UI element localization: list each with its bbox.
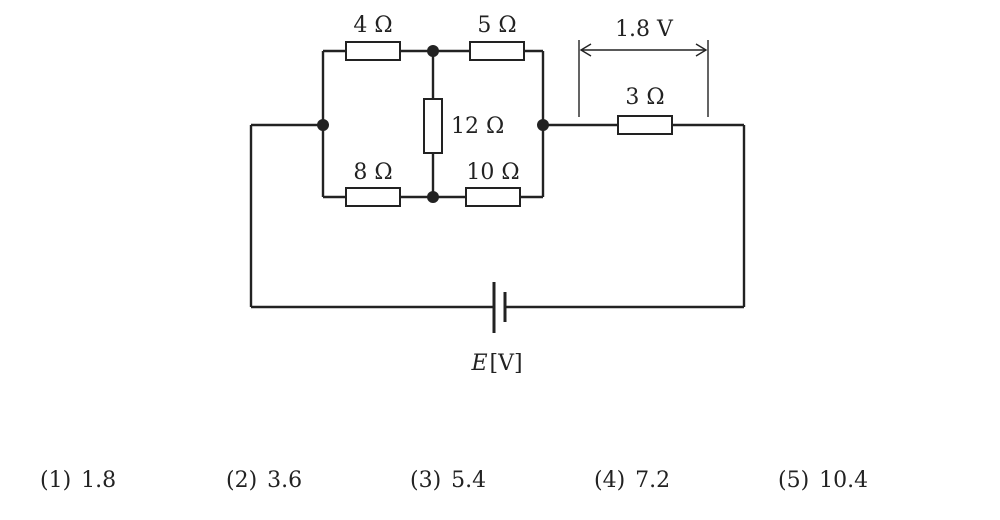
choice-number: (1) <box>40 468 72 493</box>
voltage-arrowhead-right <box>695 43 708 57</box>
node-bottom-middle <box>427 191 439 203</box>
choice-value: 10.4 <box>819 468 869 493</box>
resistor-10ohm <box>465 187 521 207</box>
resistor-12ohm <box>423 98 443 154</box>
resistor-4ohm <box>345 41 401 61</box>
choice-number: (3) <box>410 468 442 493</box>
label-voltage: 1.8 V <box>615 17 674 42</box>
resistor-5ohm <box>469 41 525 61</box>
choice-value: 7.2 <box>635 468 671 493</box>
source-symbol: E <box>470 351 487 376</box>
choice-4[interactable]: (4) 7.2 <box>594 468 670 493</box>
choice-number: (5) <box>778 468 810 493</box>
choice-value: 3.6 <box>267 468 303 493</box>
node-top-middle <box>427 45 439 57</box>
label-8ohm: 8 Ω <box>353 160 392 185</box>
choice-3[interactable]: (3) 5.4 <box>410 468 486 493</box>
resistor-3ohm <box>617 115 673 135</box>
choice-5[interactable]: (5) 10.4 <box>778 468 868 493</box>
label-source: E[V] <box>470 351 522 376</box>
voltage-arrowhead-left <box>579 43 592 57</box>
label-4ohm: 4 Ω <box>353 13 392 38</box>
label-10ohm: 10 Ω <box>466 160 519 185</box>
choice-value: 1.8 <box>81 468 117 493</box>
resistor-8ohm <box>345 187 401 207</box>
choice-2[interactable]: (2) 3.6 <box>226 468 302 493</box>
label-3ohm: 3 Ω <box>625 85 664 110</box>
source-unit: [V] <box>490 351 523 376</box>
choice-number: (4) <box>594 468 626 493</box>
node-left <box>317 119 329 131</box>
choice-value: 5.4 <box>451 468 487 493</box>
answer-choices: (1) 1.8 (2) 3.6 (3) 5.4 (4) 7.2 (5) 10.4 <box>0 468 1000 508</box>
label-12ohm: 12 Ω <box>451 114 504 139</box>
label-5ohm: 5 Ω <box>477 13 516 38</box>
circuit-diagram: 4 Ω 5 Ω 12 Ω 8 Ω 10 Ω 3 Ω 1.8 V E[V] <box>249 13 746 376</box>
choice-number: (2) <box>226 468 258 493</box>
node-right <box>537 119 549 131</box>
choice-1[interactable]: (1) 1.8 <box>40 468 116 493</box>
